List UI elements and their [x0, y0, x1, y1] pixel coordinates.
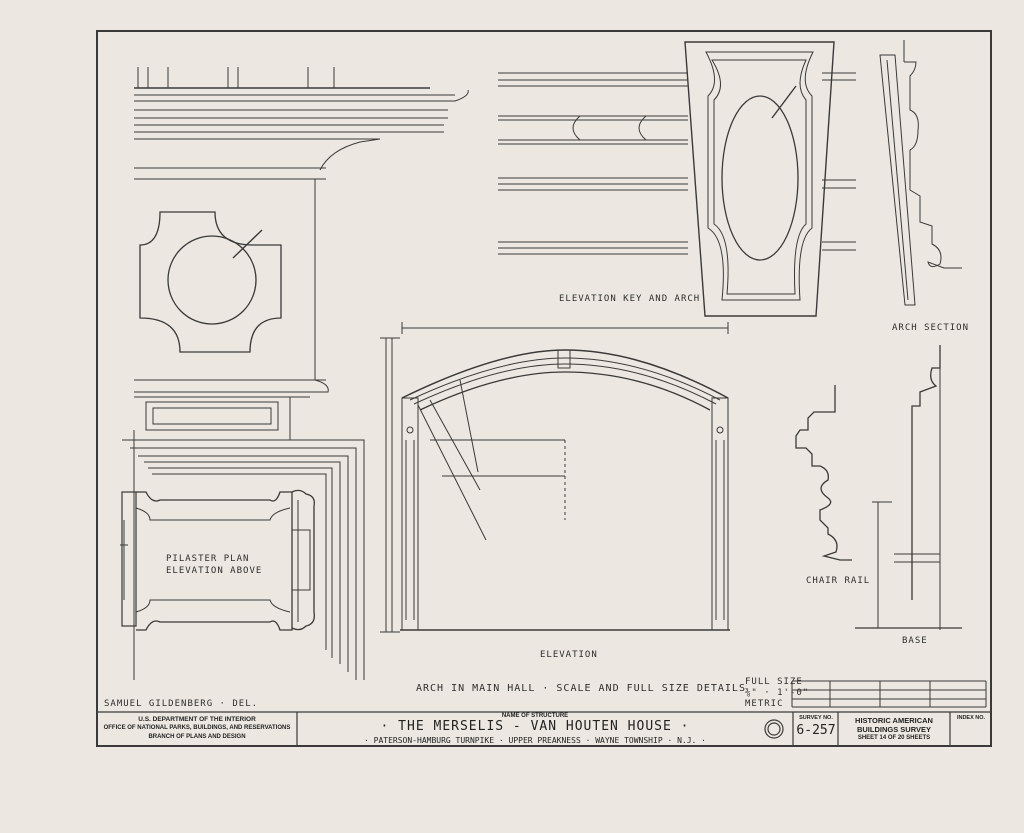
delineator-credit: SAMUEL GILDENBERG · DEL. [104, 699, 259, 709]
title-block-frame [97, 711, 991, 746]
label-elevation-above: ELEVATION ABOVE [166, 566, 263, 576]
arch-elevation [380, 322, 730, 633]
survey-title-line-2: BUILDINGS SURVEY [856, 725, 932, 734]
structure-name: · THE MERSELIS - VAN HOUTEN HOUSE · [380, 719, 690, 734]
label-elevation: ELEVATION [540, 650, 598, 660]
scale-label-metric: METRIC [745, 699, 784, 709]
rosette-panel [139, 211, 282, 353]
agency-line-1: U.S. DEPARTMENT OF THE INTERIOR [138, 716, 256, 723]
key-and-arch-elevation [498, 41, 856, 317]
name-of-structure-label: NAME OF STRUCTURE [501, 713, 569, 719]
structure-location: · PATERSON-HAMBURG TURNPIKE · UPPER PREA… [364, 736, 706, 745]
arch-section [879, 40, 962, 306]
agency-line-3: BRANCH OF PLANS AND DESIGN [148, 734, 246, 740]
survey-no-label: SURVEY NO. [799, 715, 833, 721]
survey-title-line-1: HISTORIC AMERICAN [855, 716, 933, 725]
label-arch-section: ARCH SECTION [892, 323, 970, 333]
label-elevation-key-and-arch: ELEVATION KEY AND ARCH [559, 294, 701, 304]
sheet-border [96, 30, 992, 747]
sheet-caption: ARCH IN MAIN HALL · SCALE AND FULL SIZE … [416, 683, 746, 694]
survey-number: 6-257 [796, 723, 836, 738]
base-profile [855, 345, 962, 630]
lower-pilaster-elevation [133, 379, 329, 680]
chair-rail [795, 385, 852, 561]
index-no-label: INDEX NO. [956, 715, 986, 721]
label-base: BASE [902, 636, 928, 646]
label-chair-rail: CHAIR RAIL [806, 576, 871, 586]
scale-label-full-size: FULL SIZE [745, 677, 803, 687]
cornice-detail [134, 67, 469, 380]
agency-line-2: OFFICE OF NATIONAL PARKS, BUILDINGS, AND… [103, 725, 291, 731]
sheet-count: SHEET 14 OF 20 SHEETS [857, 735, 931, 741]
pilaster-plan [120, 439, 365, 680]
scale-label-three-eighths: ⅜" · 1'-0" [745, 688, 810, 698]
graphic-scales [791, 680, 987, 708]
label-pilaster-plan: PILASTER PLAN [166, 554, 250, 564]
